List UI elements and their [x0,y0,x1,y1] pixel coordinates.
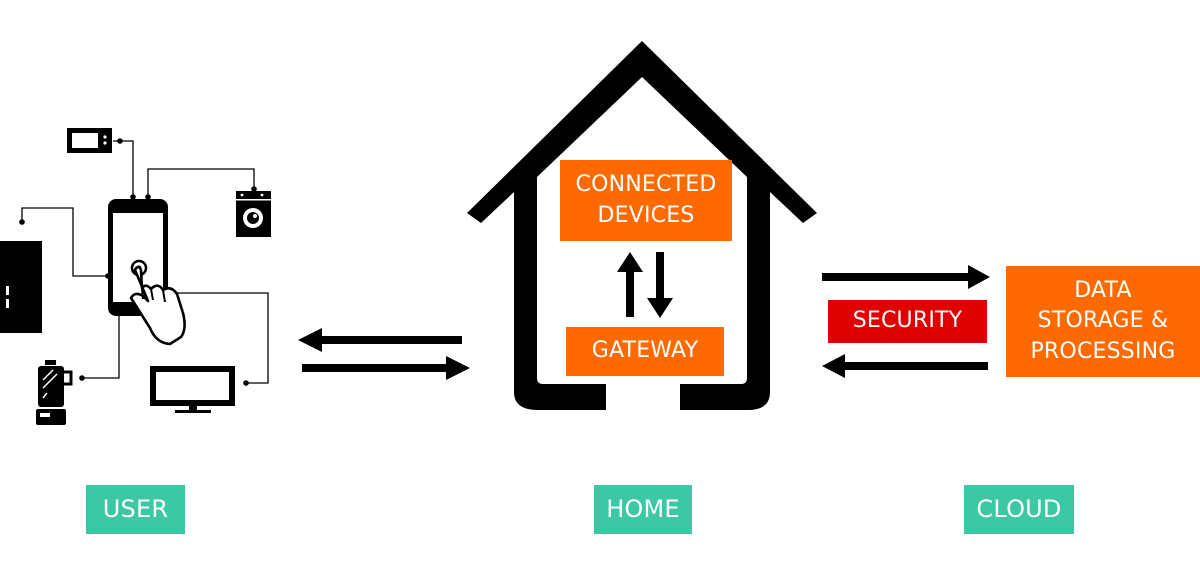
data-storage-box: DATA STORAGE & PROCESSING [1006,266,1200,377]
connected-devices-box: CONNECTED DEVICES [560,160,732,241]
coffee-maker-icon [36,360,85,425]
touch-hand-icon [129,259,186,346]
home-label: HOME [594,485,692,534]
connected-devices-line-1: CONNECTED [575,172,717,198]
device-connectors [21,140,269,384]
data-storage-line-1: DATA [1074,277,1132,303]
security-box: SECURITY [828,300,987,343]
connected-devices-line-2: DEVICES [597,202,695,228]
house-outline [467,41,817,410]
microwave-icon [67,128,123,153]
home-label-text: HOME [606,494,680,523]
gateway-box: GATEWAY [566,327,724,376]
user-label: USER [86,485,185,534]
refrigerator-icon [0,219,42,333]
internal-arrows [617,252,673,318]
washing-machine-icon [236,186,271,237]
data-storage-line-2: STORAGE & [1037,308,1169,334]
user-home-arrows [298,328,470,380]
gateway-label: GATEWAY [591,338,699,364]
cloud-label-text: CLOUD [976,494,1062,523]
cloud-arrows [822,265,990,378]
security-label: SECURITY [852,308,963,334]
television-icon [150,366,249,413]
user-label-text: USER [102,494,169,523]
data-storage-line-3: PROCESSING [1030,338,1176,364]
cloud-label: CLOUD [964,485,1074,534]
